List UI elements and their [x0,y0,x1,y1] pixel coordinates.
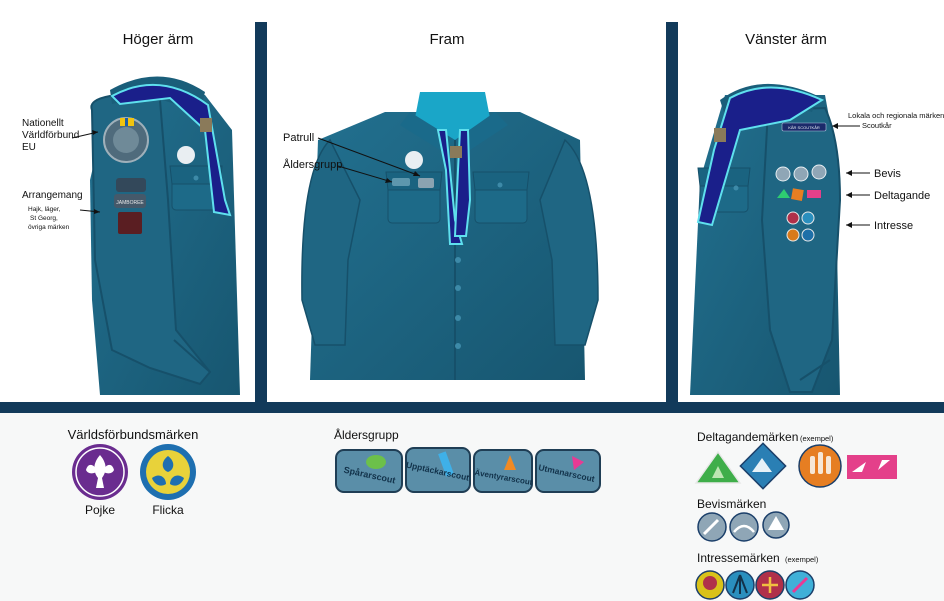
label-event: Arrangemang [22,190,83,201]
age-badge-utmanare: Utmanarscout [535,449,601,493]
interest-badge-3 [755,570,785,600]
label-event-sub-2: St Georg, [30,215,58,222]
arrow-age-group [337,165,393,183]
legend-boy: Pojke [85,503,115,517]
label-proof: Bevis [874,168,901,180]
front-patrol-badge [418,178,434,188]
label-age-group: Åldersgrupp [283,158,342,171]
world-badge-on-shirt [177,146,195,164]
proof-badge-2 [729,512,759,542]
label-national-1: Nationellt [22,118,64,129]
label-event-sub-3: övriga märken [28,224,70,231]
participation-badge-hands [798,444,842,488]
title-left-sleeve: Vänster ärm [745,31,827,48]
age-badge-upptackare: Upptäckarscout [405,447,471,493]
title-front: Fram [430,31,465,48]
age-badge-aventyrare: Äventyrarscout [473,449,533,493]
event-patch-jamboree [114,194,146,208]
legend-interest-title: Intressemärken [697,551,780,565]
shirt-front-view [301,92,599,380]
legend-world-title: Världsförbundsmärken [68,427,199,442]
interest-badge-2 [725,570,755,600]
front-world-badge [405,151,423,169]
shirt-left-sleeve-view: KÅR SCOUTKÅR [690,83,842,395]
event-patch-bottom [118,212,142,234]
age-badge-sparare: Spårarscout [335,449,403,493]
title-right-sleeve: Höger ärm [123,31,194,48]
label-local-badges: Lokala och regionala märken [848,111,944,120]
proof-badge-3 [762,511,790,539]
event-patch-text: JAMBOREE [116,200,144,206]
legend-proof-title: Bevismärken [697,497,766,511]
legend-participation-title: Deltagandemärken [697,430,798,444]
girl-world-badge [140,444,196,500]
divider-left [255,22,267,405]
event-patch-top [116,178,146,192]
scout-group-tape [781,122,827,132]
boy-world-badge [72,444,128,500]
interest-badge-4 [785,570,815,600]
divider-right [666,22,678,405]
label-interest: Intresse [874,220,913,232]
woggle [200,118,212,132]
legend-interest-note: (exempel) [785,555,819,564]
label-national-2: Världförbund [22,130,79,141]
participation-badge-tree [694,450,742,484]
label-participation: Deltagande [874,190,930,202]
scout-group-tape-text: KÅR SCOUTKÅR [788,125,820,130]
legend-background [0,410,944,601]
interest-badge-1 [695,570,725,600]
participation-badge-arrows [847,455,897,479]
legend-girl: Flicka [152,503,184,517]
label-national-3: EU [22,142,36,153]
proof-badge-1 [697,512,727,542]
arrow-patrol [317,137,421,177]
shirt-right-sleeve-view: JAMBOREE [90,76,240,395]
label-scout-group: Scoutkår [862,121,892,130]
label-event-sub-1: Hajk, läger, [28,206,61,213]
front-age-badge [392,178,410,186]
participation-badge-mountain [739,442,787,490]
divider-horizontal [0,402,944,413]
label-patrol: Patrull [283,132,314,144]
legend-participation-note: (exempel) [800,434,834,443]
legend-age-title: Åldersgrupp [334,427,399,442]
